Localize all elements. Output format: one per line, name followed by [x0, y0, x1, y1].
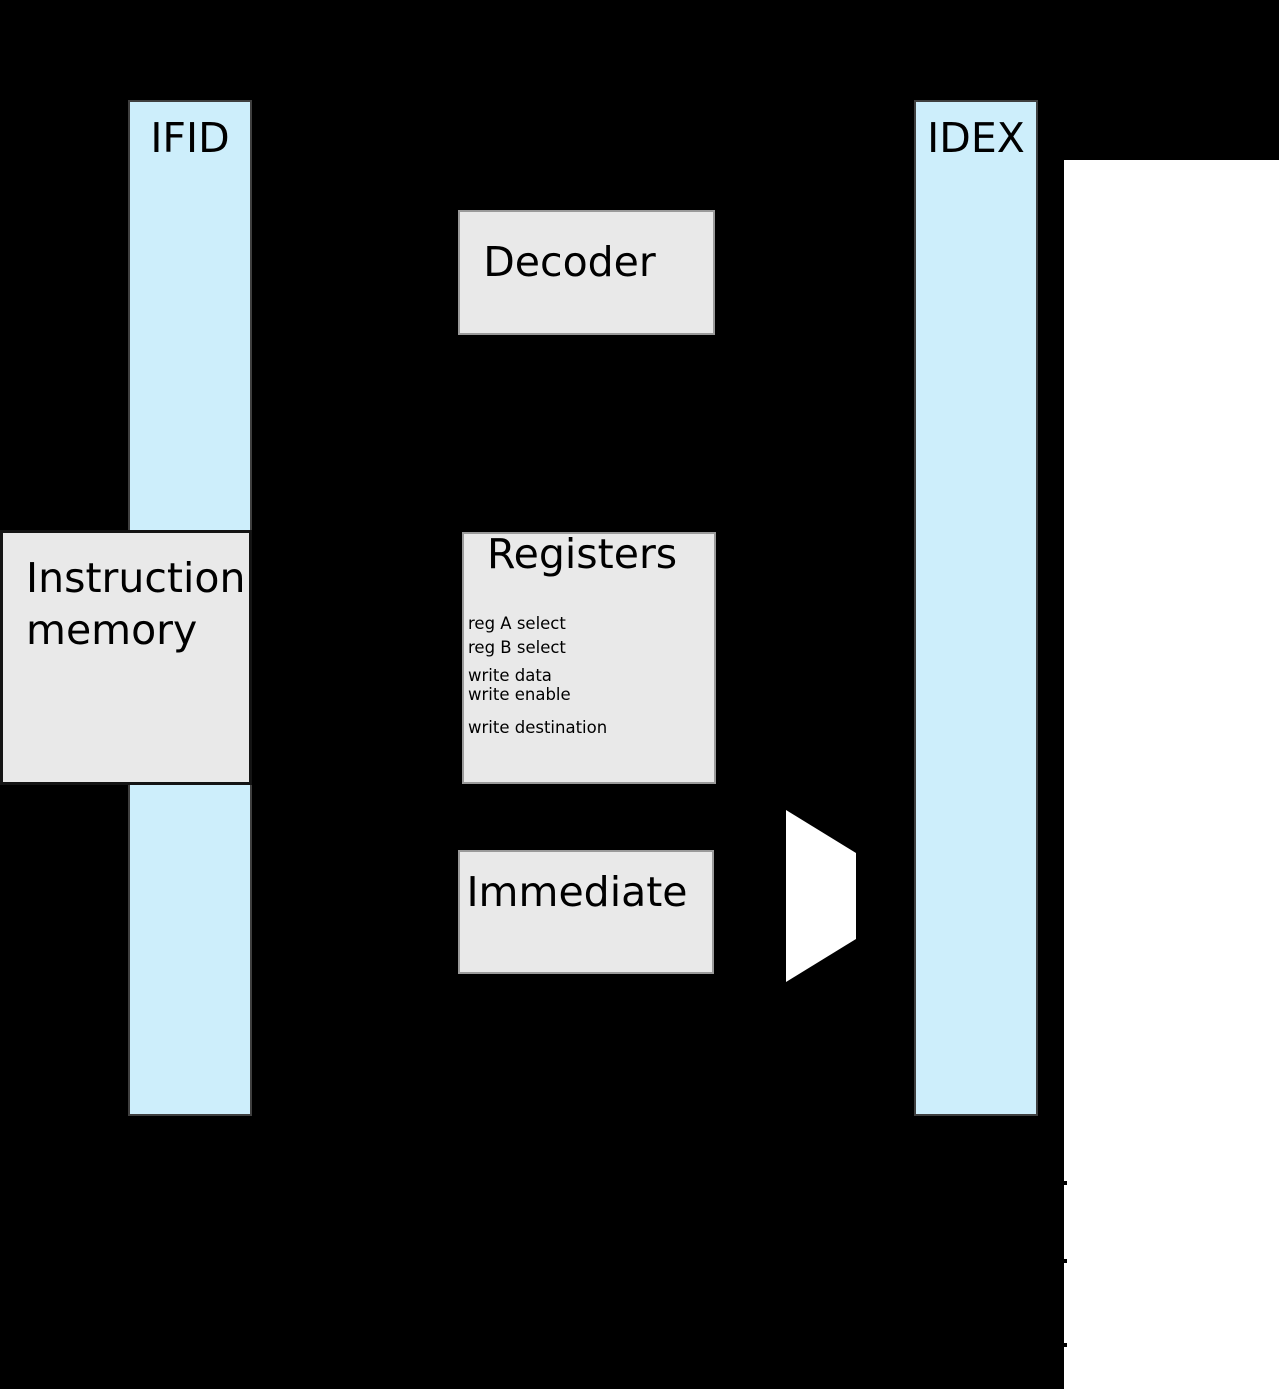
registers-title: Registers: [487, 530, 678, 578]
wire-stub-icon: [1063, 1343, 1067, 1347]
registers-port-reg-b-select: reg B select: [468, 638, 566, 657]
registers-block: [462, 532, 716, 784]
registers-port-write-destination: write destination: [468, 718, 608, 737]
registers-port-write-enable: write enable: [468, 685, 571, 704]
instruction-memory-label: Instruction memory: [26, 554, 246, 655]
idex-label: IDEX: [927, 114, 1025, 162]
decoder-label: Decoder: [483, 238, 656, 286]
immediate-block: [458, 850, 714, 974]
registers-port-write-data: write data: [468, 666, 552, 685]
wire-stub-icon: [1063, 1181, 1067, 1185]
pipeline-register-idex: [914, 100, 1038, 1116]
wire-stub-icon: [1063, 1259, 1067, 1263]
instruction-memory-block: [0, 530, 252, 785]
page-background-region: [1064, 160, 1279, 1389]
decoder-block: [458, 210, 715, 335]
immediate-label: Immediate: [466, 868, 688, 916]
ifid-label: IFID: [150, 114, 230, 162]
mux-trapezoid-icon: [786, 810, 856, 982]
registers-port-reg-a-select: reg A select: [468, 614, 566, 633]
